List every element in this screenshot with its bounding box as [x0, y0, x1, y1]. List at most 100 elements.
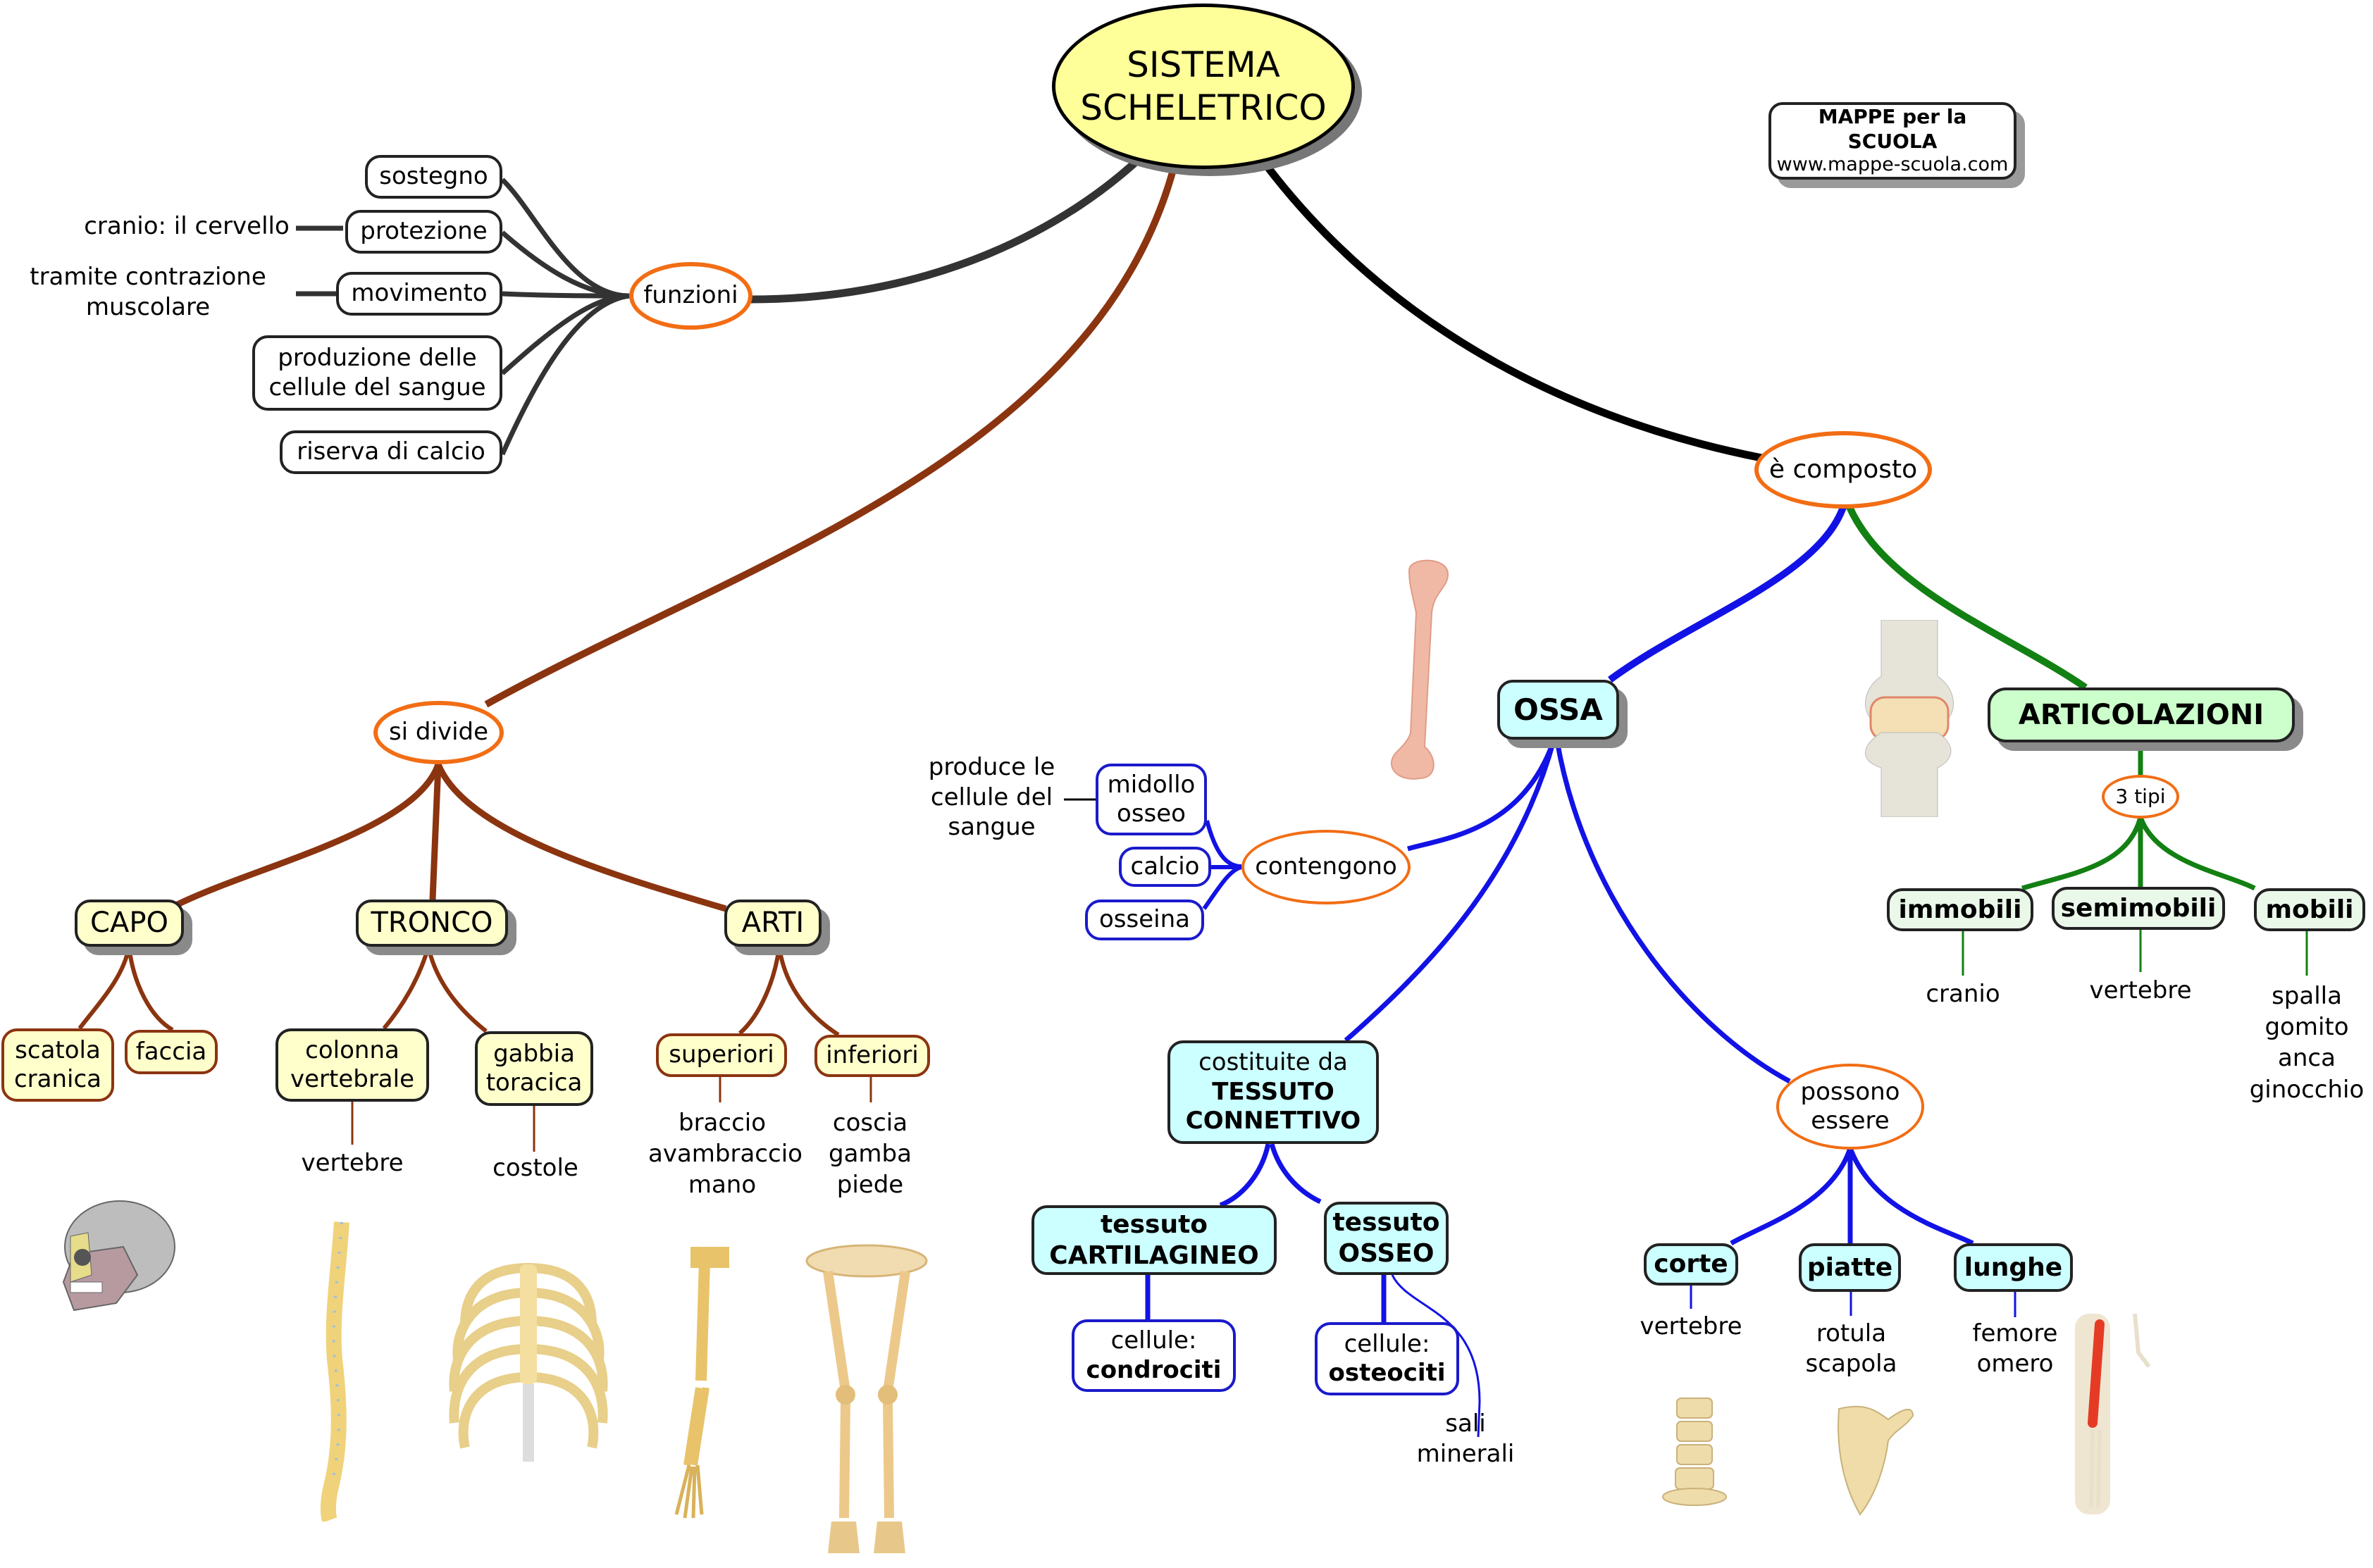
faccia-node[interactable]: faccia	[125, 1030, 218, 1074]
tronco-label: TRONCO	[371, 907, 493, 940]
funzione-label-line1: produzione delle	[278, 344, 477, 373]
gabbia-toracica-node[interactable]: gabbia toracica	[475, 1031, 593, 1106]
node-line: cellule:	[1110, 1326, 1197, 1355]
funzione-movimento[interactable]: movimento	[336, 272, 502, 316]
note-movimento: tramite contrazione muscolare	[7, 262, 289, 322]
note-superiori: braccio avambraccio mano	[648, 1107, 803, 1201]
osseo-node[interactable]: tessuto OSSEO	[1324, 1202, 1449, 1275]
osseina-node[interactable]: osseina	[1085, 900, 1204, 940]
note-line: braccio	[678, 1109, 767, 1137]
possono-node[interactable]: possono essere	[1776, 1064, 1924, 1150]
node-line: cellule:	[1344, 1329, 1430, 1358]
node-line: osseo	[1117, 799, 1186, 828]
funzioni-node[interactable]: funzioni	[629, 262, 752, 330]
colonna-vertebrale-node[interactable]: colonna vertebrale	[275, 1028, 429, 1102]
funzione-produzione[interactable]: produzione delle cellule del sangue	[252, 335, 502, 411]
connettivo-node[interactable]: costituite da TESSUTO CONNETTIVO	[1167, 1040, 1379, 1144]
inferiori-node[interactable]: inferiori	[814, 1035, 930, 1077]
tronco-node[interactable]: TRONCO	[356, 900, 508, 947]
note-line: femore	[1972, 1319, 2058, 1348]
link-osseo-sali	[1391, 1274, 1481, 1438]
link-composto-ossa	[1608, 506, 1847, 683]
vertebrae-image	[1662, 1398, 1727, 1506]
node-line-bold: condrociti	[1086, 1355, 1222, 1384]
node-label: corte	[1654, 1250, 1728, 1279]
note-line: mano	[688, 1171, 757, 1200]
ossa-node[interactable]: OSSA	[1497, 680, 1619, 740]
midollo-osseo-node[interactable]: midollo osseo	[1096, 764, 1207, 835]
node-line: tessuto	[1100, 1209, 1208, 1239]
funzione-label: movimento	[351, 279, 488, 308]
lunghe-node[interactable]: lunghe	[1954, 1243, 2073, 1292]
corte-node[interactable]: corte	[1644, 1243, 1738, 1286]
mobili-node[interactable]: mobili	[2254, 888, 2365, 931]
immobili-node[interactable]: immobili	[1887, 888, 2033, 931]
node-line: essere	[1811, 1107, 1890, 1135]
funzione-label: protezione	[360, 217, 488, 246]
note-piatte: rotula scapola	[1783, 1319, 1920, 1379]
note-lunghe: femore omero	[1945, 1319, 2086, 1379]
note-inferiori: coscia gamba piede	[810, 1107, 930, 1201]
node-line-bold: CONNETTIVO	[1185, 1107, 1361, 1135]
node-line: CARTILAGINEO	[1049, 1240, 1259, 1270]
ossa-label: OSSA	[1513, 692, 1603, 727]
capo-node[interactable]: CAPO	[75, 900, 184, 947]
node-label: faccia	[135, 1037, 207, 1066]
funzione-protezione[interactable]: protezione	[345, 210, 502, 254]
condrociti-node[interactable]: cellule: condrociti	[1072, 1319, 1236, 1392]
funzioni-label: funzioni	[643, 281, 738, 310]
links-articolazioni	[2021, 742, 2256, 891]
tipi-node[interactable]: 3 tipi	[2102, 775, 2179, 819]
node-line-bold: osteociti	[1328, 1359, 1446, 1387]
contengono-node[interactable]: contengono	[1241, 830, 1411, 904]
note-line: sangue	[948, 813, 1036, 841]
link-title-sidivide	[484, 161, 1179, 708]
scatola-cranica-node[interactable]: scatola cranica	[1, 1028, 114, 1102]
link-title-composto	[1258, 156, 1763, 462]
note-line: produce le	[928, 753, 1055, 781]
note-semimobili: vertebre	[2089, 976, 2192, 1004]
legs-image	[805, 1244, 928, 1553]
osteociti-node[interactable]: cellule: osteociti	[1315, 1322, 1459, 1395]
node-line: toracica	[485, 1069, 583, 1097]
logo-box[interactable]: MAPPE per la SCUOLA www.mappe-scuola.com	[1768, 102, 2016, 180]
node-label: inferiori	[826, 1041, 919, 1070]
note-line: avambraccio	[648, 1140, 803, 1169]
note-line: gomito	[2264, 1013, 2349, 1042]
spine-image	[320, 1221, 349, 1522]
note-vertebre: vertebre	[301, 1149, 404, 1177]
joint-image	[1865, 620, 1954, 817]
link-composto-articolazioni	[1846, 505, 2088, 691]
node-line: scatola	[15, 1035, 101, 1064]
note-line: muscolare	[85, 292, 211, 321]
node-label: immobili	[1898, 895, 2022, 924]
links-ossa	[1344, 740, 1791, 1084]
cartilagineo-node[interactable]: tessuto CARTILAGINEO	[1031, 1205, 1277, 1275]
node-label: superiori	[669, 1040, 774, 1069]
capo-label: CAPO	[90, 907, 168, 940]
articolazioni-node[interactable]: ARTICOLAZIONI	[1988, 687, 2295, 742]
note-line: omero	[1976, 1349, 2054, 1378]
node-label: lunghe	[1964, 1252, 2063, 1282]
composto-node[interactable]: è composto	[1754, 431, 1932, 509]
articolazioni-label: ARTICOLAZIONI	[2018, 698, 2264, 731]
title-node[interactable]: SISTEMA SCHELETRICO	[1052, 4, 1355, 169]
skull-image	[62, 1200, 175, 1312]
node-label: calcio	[1130, 852, 1200, 881]
superiori-node[interactable]: superiori	[656, 1033, 787, 1077]
sidivide-node[interactable]: si divide	[373, 701, 504, 764]
note-line: coscia	[832, 1109, 908, 1137]
node-line: OSSEO	[1338, 1239, 1435, 1268]
funzione-riserva[interactable]: riserva di calcio	[280, 430, 502, 474]
node-line: colonna	[305, 1035, 399, 1064]
calcio-node[interactable]: calcio	[1119, 847, 1211, 887]
semimobili-node[interactable]: semimobili	[2052, 887, 2225, 930]
funzione-sostegno[interactable]: sostegno	[365, 155, 502, 199]
node-label: mobili	[2265, 895, 2354, 924]
note-line: scapola	[1805, 1349, 1897, 1378]
links-connettivo	[1145, 1143, 1387, 1322]
note-line: ginocchio	[2249, 1075, 2365, 1104]
arti-node[interactable]: ARTI	[724, 900, 822, 947]
piatte-node[interactable]: piatte	[1799, 1243, 1901, 1292]
